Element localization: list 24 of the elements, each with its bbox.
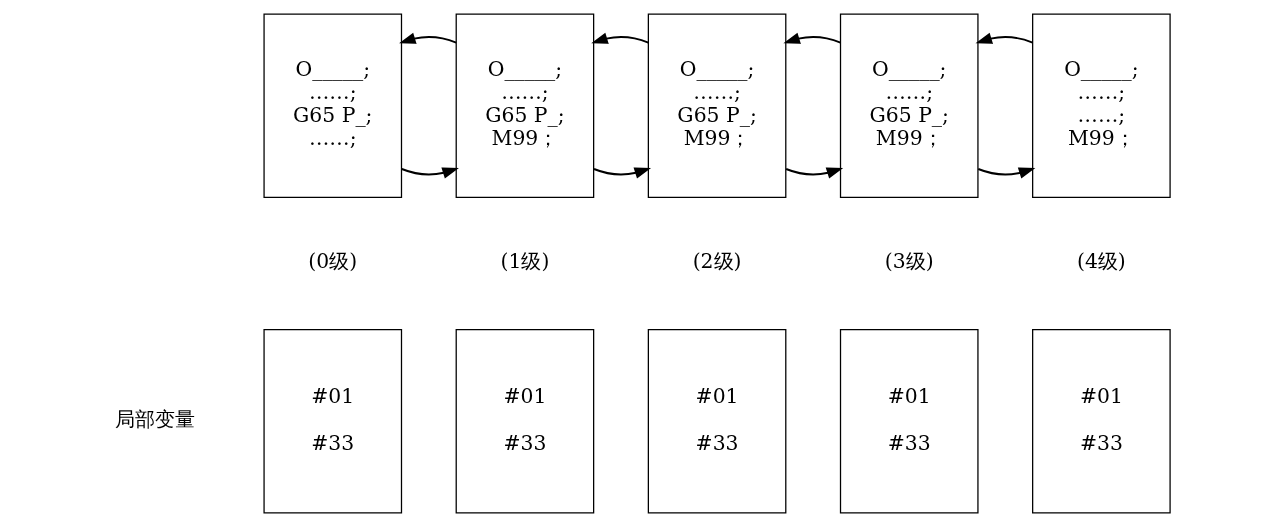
arrow [398,32,457,44]
node-box: O_____; ……; G65 P_; M99； [839,12,979,198]
node-box: #01 #33 [455,328,594,514]
node-box: #01 #33 [839,328,979,514]
arrow [590,32,649,44]
arrow [976,166,1035,178]
node-box: O_____; ……; G65 P_; M99； [647,12,786,198]
arrow [592,166,651,178]
node-box: #01 #33 [647,328,786,514]
label: 局部变量 [114,406,195,431]
node-label: (4级) [1076,248,1126,273]
node-label: (0级) [307,248,357,273]
node-label: (2级) [692,248,741,273]
node-box: O_____; ……; G65 P_; M99； [455,12,594,198]
node-box: O_____; ……; ……; M99； [1031,12,1171,198]
arrow [784,166,843,178]
arrow [782,32,841,44]
arrow [975,32,1034,44]
arrow [400,166,459,178]
node-label: (3级) [884,248,934,273]
node-box: #01 #33 [1031,328,1171,514]
node-label: (1级) [500,248,549,273]
node-box: #01 #33 [262,328,402,514]
node-box: O_____; ……; G65 P_; ……; [262,12,402,198]
